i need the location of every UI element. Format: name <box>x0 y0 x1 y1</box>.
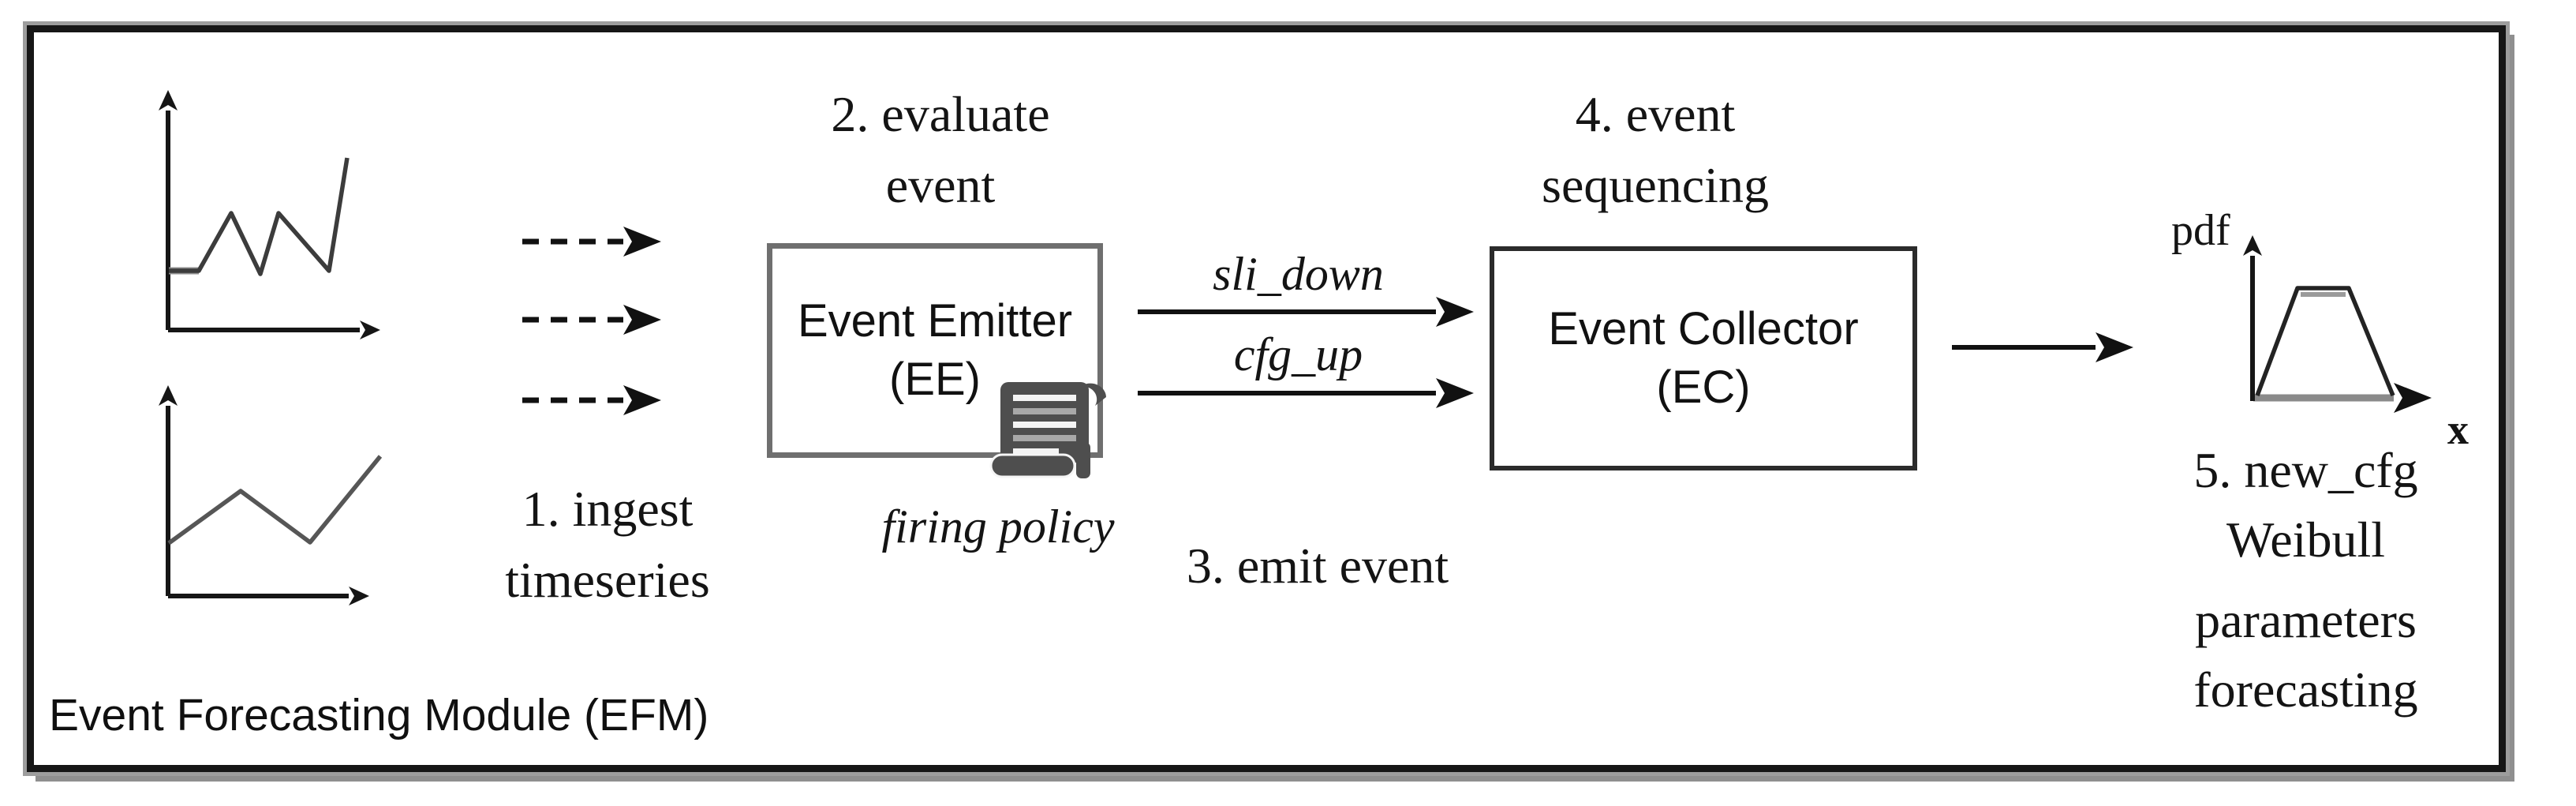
step5-line3: parameters <box>2195 592 2417 648</box>
step4-line2: sequencing <box>1542 157 1769 213</box>
event-collector-abbrev: (EC) <box>1656 362 1751 413</box>
step1-line2: timeseries <box>505 552 710 608</box>
event-emitter-label: Event Emitter <box>797 295 1073 347</box>
cfg-up-text: cfg_up <box>1233 328 1363 381</box>
cfg-up-label: cfg_up <box>1142 327 1454 382</box>
step5-line4: forecasting <box>2193 662 2418 718</box>
annotation-step2: 2. evaluate event <box>775 79 1106 221</box>
annotation-step5: 5. new_cfg Weibull parameters forecastin… <box>2107 436 2505 725</box>
step2-line2: event <box>885 157 996 213</box>
step5-number: 5. <box>2193 442 2245 498</box>
event-emitter-box: Event Emitter (EE) <box>767 243 1103 458</box>
annotation-step3: 3. emit event <box>1152 530 1483 602</box>
annotation-step1: 1. ingest timeseries <box>438 474 777 616</box>
step5-line2: Weibull <box>2226 512 2386 568</box>
firing-policy-text: firing policy <box>881 500 1115 553</box>
annotation-step4: 4. event sequencing <box>1490 79 1821 221</box>
event-collector-label: Event Collector <box>1548 303 1859 354</box>
sli-down-text: sli_down <box>1213 248 1384 300</box>
module-caption: Event Forecasting Module (EFM) <box>49 690 709 740</box>
x-axis-label: x <box>2447 406 2469 453</box>
event-emitter-abbrev: (EE) <box>889 354 981 405</box>
step4-line1: 4. event <box>1575 86 1736 142</box>
step5-newcfg: new_cfg <box>2244 442 2418 498</box>
step3-text: 3. emit event <box>1186 538 1449 594</box>
firing-policy-label: firing policy <box>840 491 1156 562</box>
step2-line1: 2. evaluate <box>831 86 1050 142</box>
pdf-axis-label: pdf <box>2171 206 2230 255</box>
sli-down-label: sli_down <box>1142 246 1454 302</box>
step1-line1: 1. ingest <box>522 481 694 537</box>
efm-module-frame <box>23 21 2510 776</box>
step5-line1: 5. new_cfg <box>2107 436 2505 505</box>
event-collector-box: Event Collector (EC) <box>1490 246 1917 470</box>
